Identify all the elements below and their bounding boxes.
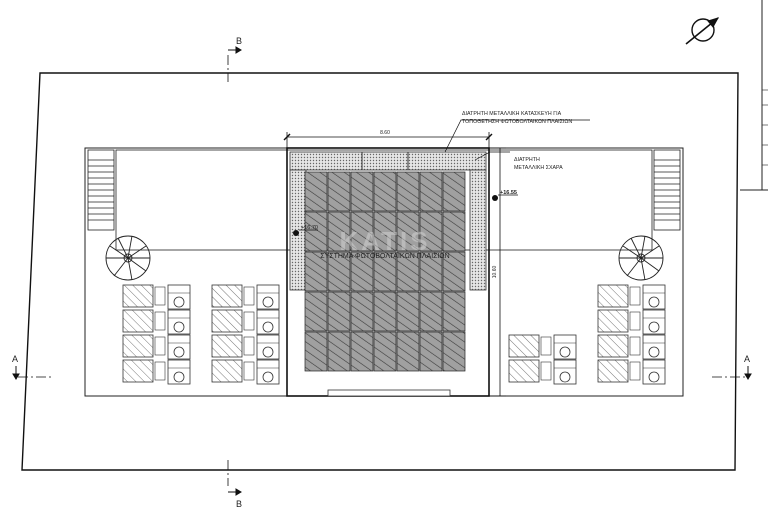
hvac-unit: [211, 284, 280, 310]
hvac-unit: [122, 359, 191, 385]
hvac-unit: [211, 309, 280, 335]
hvac-unit: [211, 334, 280, 360]
structure-note-line1: ΔΙΑΤΡΗΤΗ ΜΕΤΑΛΛΙΚΗ ΚΑΤΑΣΚΕΥΗ ΓΙΑ: [462, 111, 562, 117]
pv-panel: [350, 291, 374, 332]
pv-panel: [442, 331, 466, 372]
hvac-unit: [122, 284, 191, 310]
hvac-unit: [597, 284, 666, 310]
hvac-units: [122, 284, 666, 385]
pv-panel: [442, 291, 466, 332]
level-left-label: +16.70: [301, 225, 318, 231]
pv-panel: [396, 291, 420, 332]
pv-panel: [442, 211, 466, 252]
hvac-unit: [597, 309, 666, 335]
grate-note-line2: ΜΕΤΑΛΛΙΚΗ ΣΧΑΡΑ: [514, 165, 563, 171]
pv-panel: [350, 211, 374, 252]
level-marker-left-icon: [293, 229, 318, 236]
spiral-stair-left-icon: [105, 235, 151, 281]
hvac-unit: [508, 359, 577, 385]
structure-note-line2: ΤΟΠΟΘΕΤΗΣΗ ΦΩΤΟΒΟΛΤΑΙΚΩΝ ΠΛΑΙΣΙΩΝ: [462, 119, 572, 125]
hvac-unit: [122, 309, 191, 335]
pv-panel: [442, 171, 466, 212]
pv-panel: [350, 251, 374, 292]
north-arrow-icon: [685, 17, 720, 45]
section-label-right: A: [744, 354, 750, 364]
pv-panel: [396, 331, 420, 372]
pv-panel: [304, 171, 328, 212]
pv-panel: [396, 211, 420, 252]
dimension-height-label: 10.60: [492, 266, 498, 279]
section-label-bottom: B: [236, 499, 242, 509]
hvac-unit: [211, 359, 280, 385]
pv-panel: [373, 251, 397, 292]
pv-structure: [286, 147, 490, 397]
pv-panel: [304, 291, 328, 332]
section-label-left: A: [12, 354, 18, 364]
spiral-stair-right-icon: [618, 235, 664, 281]
level-right-label: +16.55: [500, 190, 517, 196]
pv-panel: [419, 211, 443, 252]
pv-panel: [327, 171, 351, 212]
pv-panel: [350, 171, 374, 212]
pv-panel: [396, 251, 420, 292]
pv-panel: [327, 251, 351, 292]
stair-right: [653, 149, 681, 231]
stair-left: [87, 149, 115, 231]
pv-panel: [373, 211, 397, 252]
pv-panel: [373, 331, 397, 372]
pv-panel: [442, 251, 466, 292]
pv-panel: [419, 331, 443, 372]
pv-panel: [327, 331, 351, 372]
section-label-top: B: [236, 36, 242, 46]
section-arrow-icons: [12, 46, 752, 496]
pv-panel: [304, 251, 328, 292]
pv-panel: [419, 171, 443, 212]
level-marker-right-icon: [492, 194, 518, 201]
pv-panel: [419, 251, 443, 292]
pv-panel: [419, 291, 443, 332]
pv-panel: [350, 331, 374, 372]
pv-panel: [327, 291, 351, 332]
dimension-width: [283, 132, 493, 148]
pv-panel: [373, 291, 397, 332]
grate-note-line1: ΔΙΑΤΡΗΤΗ: [514, 157, 540, 163]
hvac-unit: [122, 334, 191, 360]
pv-panel: [396, 171, 420, 212]
dimension-height: [489, 147, 506, 397]
hvac-unit: [597, 359, 666, 385]
pv-panel: [304, 331, 328, 372]
dimension-width-label: 8.60: [380, 130, 390, 136]
title-block-edge: [740, 0, 768, 191]
pv-panel: [304, 211, 328, 252]
watermark-logo: KATIS: [339, 226, 430, 256]
hvac-unit: [597, 334, 666, 360]
hvac-unit: [508, 334, 577, 360]
plot-boundary: [21, 72, 739, 471]
pv-panel-array: [304, 171, 466, 372]
pv-panel: [327, 211, 351, 252]
leader-lines: [444, 119, 590, 161]
pv-panel: [373, 171, 397, 212]
center-title: ΣΥΣΤΗΜΑ ΦΩΤΟΒΟΛΤΑΙΚΩΝ ΠΛΑΙΣΙΩΝ: [320, 253, 449, 260]
